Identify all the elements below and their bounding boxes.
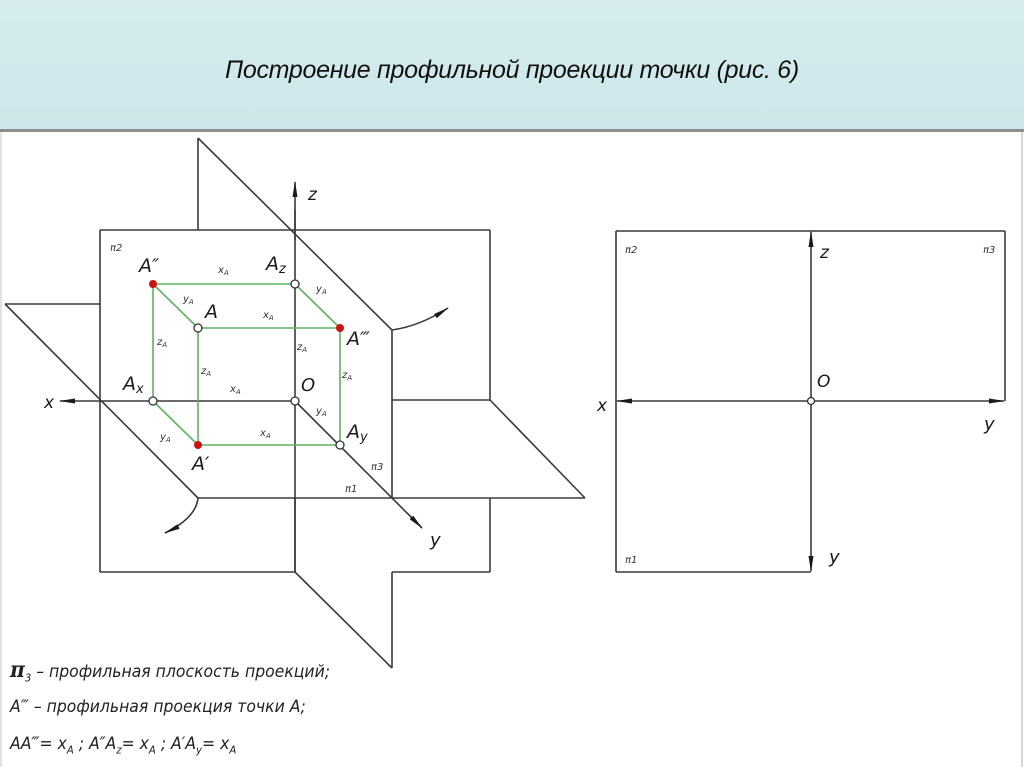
flat-origin-label: O xyxy=(817,372,830,392)
svg-text:yA: yA xyxy=(182,294,194,306)
point-a xyxy=(193,323,203,333)
svg-text:zA: zA xyxy=(341,370,352,382)
svg-text:zA: zA xyxy=(296,342,307,354)
label-a-horizontal: A′ xyxy=(190,453,210,475)
svg-text:xA: xA xyxy=(217,265,229,277)
diagram-flat: z x y y O π2 π3 π1 xyxy=(596,230,1006,573)
svg-text:xA: xA xyxy=(262,310,274,322)
construction-lines xyxy=(152,283,341,446)
dimension-labels: xA yA yA xA zA zA zA zA xA yA yA xA xyxy=(156,265,352,444)
label-a-front: A″ xyxy=(137,255,159,277)
slide-frame-right xyxy=(1021,132,1023,767)
flat-y-vertical-label: y xyxy=(828,547,840,568)
rotation-arrow-profile xyxy=(391,307,449,331)
legend-line-1: π3 – профильная плоскость проекций; xyxy=(10,657,331,685)
label-ay: Ay xyxy=(345,421,368,445)
svg-text:yA: yA xyxy=(315,406,327,418)
svg-text:zA: zA xyxy=(200,366,211,378)
flat-plane-label-profile: π3 xyxy=(983,245,995,256)
flat-z-label: z xyxy=(819,243,830,263)
slide-frame-left xyxy=(0,132,2,767)
svg-text:yA: yA xyxy=(315,284,327,296)
slide-header: Построение профильной проекции точки (ри… xyxy=(0,0,1024,132)
svg-text:xA: xA xyxy=(259,428,271,440)
legend-line-3: AA‴= xA ; A″Az= xA ; A′Ay= xA xyxy=(10,734,237,757)
point-a-front xyxy=(149,280,157,288)
rotation-arrow-horizontal xyxy=(164,497,199,534)
plane-label-front: π2 xyxy=(110,243,122,254)
label-o: O xyxy=(301,375,315,396)
plane-label-horizontal: π1 xyxy=(345,484,357,495)
label-az: Az xyxy=(264,253,287,277)
label-a-profile: A‴ xyxy=(345,328,370,350)
svg-text:xA: xA xyxy=(229,384,241,396)
x-axis-label: x xyxy=(43,393,55,413)
plane-label-profile: π3 xyxy=(371,462,383,473)
diagram-3d: z x y π2 π3 π1 A″ A Az A‴ Ax O Ay A′ xA … xyxy=(4,137,586,669)
svg-text:yA: yA xyxy=(159,432,171,444)
point-az xyxy=(290,279,300,289)
slide-title: Построение профильной проекции точки (ри… xyxy=(225,56,799,84)
flat-y-horizontal-label: y xyxy=(983,414,995,435)
label-ax: Ax xyxy=(121,373,144,397)
point-ay xyxy=(335,440,345,450)
legend-line-2: A‴ – профильная проекция точки А; xyxy=(10,697,306,717)
point-a-horizontal xyxy=(194,441,202,449)
flat-plane-label-front: π2 xyxy=(625,245,637,256)
point-ax xyxy=(148,396,158,406)
y-axis xyxy=(294,400,423,529)
flat-plane-label-horizontal: π1 xyxy=(625,555,637,566)
point-o xyxy=(290,396,300,406)
point-a-profile xyxy=(336,324,344,332)
z-axis-label: z xyxy=(307,185,318,205)
svg-text:zA: zA xyxy=(156,337,167,349)
y-axis-label: y xyxy=(429,530,441,551)
flat-x-label: x xyxy=(596,396,608,416)
label-a: A xyxy=(203,301,218,323)
flat-origin-point xyxy=(806,396,816,406)
